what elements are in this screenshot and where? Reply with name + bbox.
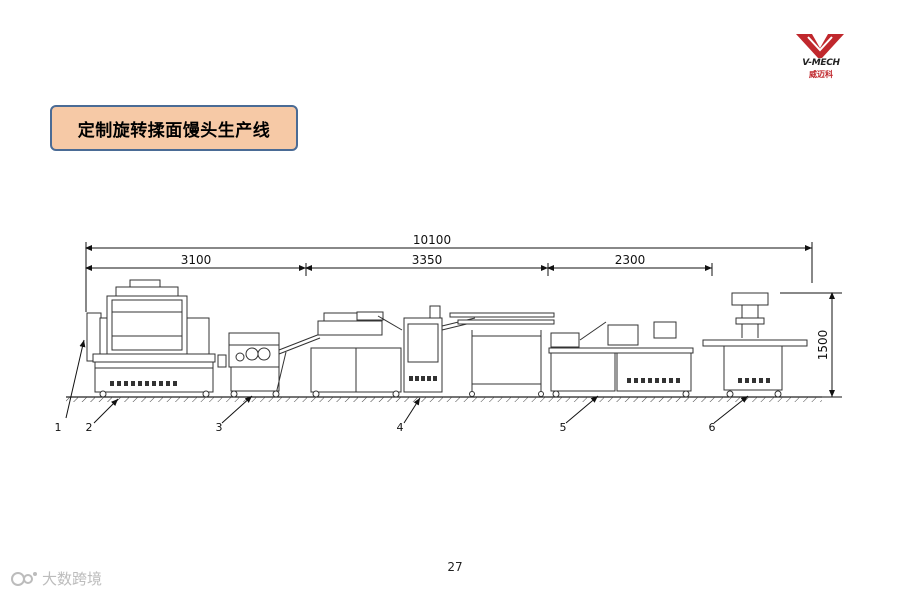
machine-sheeter bbox=[228, 332, 321, 398]
dimension-lines bbox=[85, 242, 842, 398]
watermark-text: 大数跨境 bbox=[42, 570, 103, 588]
callout-1: 1 bbox=[55, 421, 62, 434]
dim-height: 1500 bbox=[816, 330, 830, 361]
logo-subtitle: 威迈科 bbox=[809, 70, 833, 79]
v-mech-logo bbox=[796, 34, 844, 58]
watermark: 大数跨境 bbox=[10, 568, 102, 589]
logo-name: V-MECH bbox=[802, 58, 840, 68]
dim-total: 10100 bbox=[413, 233, 451, 247]
callout-leaders bbox=[65, 339, 749, 424]
callout-4: 4 bbox=[397, 421, 404, 434]
watermark-icon bbox=[11, 571, 37, 586]
floor-line bbox=[66, 396, 822, 402]
callout-6: 6 bbox=[709, 421, 716, 434]
conveyor-table bbox=[449, 312, 555, 397]
loader-vents bbox=[738, 378, 770, 383]
callout-5: 5 bbox=[560, 421, 567, 434]
page-title: 定制旋转揉面馒头生产线 bbox=[50, 105, 298, 151]
machine-rotary-kneader bbox=[86, 279, 227, 398]
dim-segment-3: 2300 bbox=[615, 253, 646, 267]
machine-forming bbox=[310, 305, 476, 398]
kneader-vents bbox=[110, 381, 177, 386]
dim-segment-1: 3100 bbox=[181, 253, 212, 267]
page-number: 27 bbox=[447, 560, 463, 574]
machine-shaper bbox=[548, 321, 694, 398]
callout-2: 2 bbox=[86, 421, 93, 434]
callout-3: 3 bbox=[216, 421, 223, 434]
forming-vents bbox=[409, 376, 437, 381]
dim-segment-2: 3350 bbox=[412, 253, 443, 267]
shaper-vents bbox=[627, 378, 680, 383]
